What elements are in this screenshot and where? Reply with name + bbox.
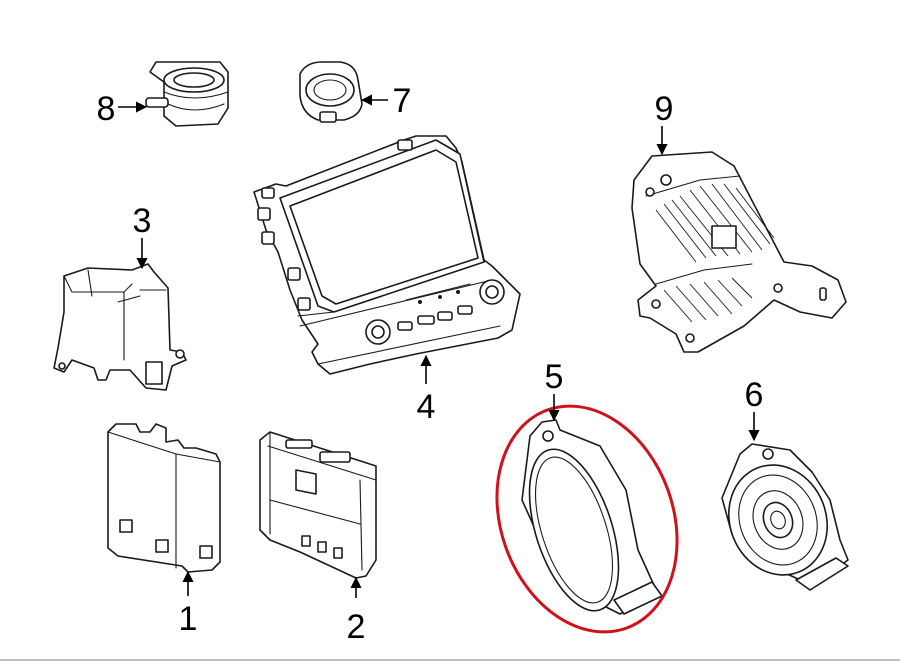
callout-5[interactable]: 5 — [545, 358, 564, 396]
part-7-sensor[interactable] — [299, 61, 363, 123]
part-6-speaker[interactable] — [713, 443, 849, 591]
highlight-ellipse — [495, 404, 679, 634]
callout-7[interactable]: 7 — [393, 82, 412, 120]
part-4-display-unit[interactable] — [253, 135, 521, 375]
callout-8[interactable]: 8 — [97, 90, 116, 128]
part-5-speaker[interactable] — [512, 419, 663, 622]
callout-6[interactable]: 6 — [745, 376, 764, 414]
part-9-control-module[interactable] — [631, 151, 847, 353]
part-1-module[interactable] — [107, 423, 221, 573]
part-3-bracket[interactable] — [53, 263, 187, 391]
callout-2[interactable]: 2 — [347, 608, 366, 646]
leader-arrows — [118, 94, 760, 598]
part-8-connector[interactable] — [145, 61, 229, 127]
callout-3[interactable]: 3 — [133, 202, 152, 240]
callout-numbers: 1 2 3 4 5 6 7 8 9 — [97, 82, 764, 646]
callout-1[interactable]: 1 — [179, 600, 198, 638]
callout-9[interactable]: 9 — [655, 90, 674, 128]
callout-4[interactable]: 4 — [417, 388, 436, 426]
part-2-module[interactable] — [259, 431, 377, 579]
